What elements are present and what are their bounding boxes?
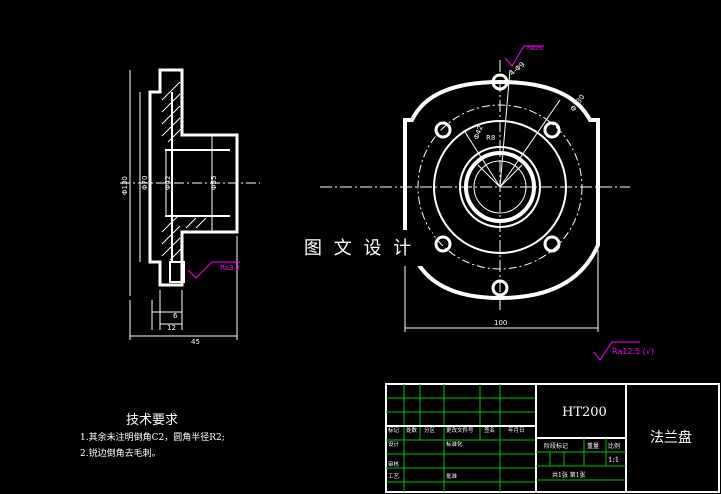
technical-requirements: 技术要求 1.其余未注明倒角C2，圆角半径R2; 2.锐边倒角去毛刺。: [80, 413, 225, 459]
roughness-side: Ra3.2: [220, 264, 240, 272]
tb-header-5: 年月日: [508, 426, 525, 434]
roughness-front: Ra25: [527, 45, 543, 52]
tb-stage-header-0: 阶段标记: [544, 442, 568, 450]
tb-scale: 1:1: [608, 456, 619, 464]
tb-row-label-1: 标准化: [446, 440, 463, 448]
tb-stage-header-1: 重量: [587, 442, 599, 450]
dim-side-small-1: 6: [173, 312, 178, 320]
dim-front-width: 100: [494, 319, 507, 327]
side-section-view: Φ130 Φ70 Φ42 Φ55 45 6 12 Ra3.2: [120, 68, 260, 346]
tech-item-1: 1.其余未注明倒角C2，圆角半径R2;: [80, 431, 225, 443]
tb-row-label-0: 设计: [388, 440, 400, 448]
title-block: 标记 处数 分区 更改文件号 签名 年月日 设计 标准化 审核 工艺 批准 HT…: [385, 383, 720, 493]
tb-header-0: 标记: [388, 426, 400, 434]
tb-material: HT200: [562, 405, 607, 420]
tech-title: 技术要求: [126, 413, 178, 428]
tb-row-label-2: 审核: [388, 460, 400, 468]
dim-side-mid-dia: Φ70: [141, 176, 149, 190]
watermark: 图 文 设 计: [304, 238, 414, 259]
tb-row-label-3: 工艺: [388, 473, 400, 480]
dim-side-small-2: 12: [167, 324, 176, 332]
watermark-backdrop: [270, 230, 432, 266]
dim-front-radius: R8: [486, 134, 495, 142]
tb-header-4: 签名: [484, 426, 495, 434]
dim-front-hole: 4-Φ9: [508, 61, 526, 78]
dim-side-inner-dia-2: Φ55: [210, 176, 218, 190]
tb-row-label-4: 批准: [446, 472, 458, 480]
roughness-global: Ra12.5 (√): [612, 347, 654, 356]
dim-side-inner-dia-1: Φ42: [164, 176, 172, 190]
tb-part-name: 法兰盘: [650, 429, 692, 446]
tb-header-3: 更改文件号: [446, 426, 474, 434]
tech-item-2: 2.锐边倒角去毛刺。: [80, 447, 161, 459]
tb-header-1: 处数: [406, 426, 418, 434]
tb-sheet-info: 共1张 第1张: [552, 471, 586, 479]
dim-side-width: 45: [191, 338, 200, 346]
tb-header-2: 分区: [424, 426, 436, 434]
tb-stage-header-2: 比例: [608, 442, 620, 450]
front-view: 100 Φ42 Φ130 4-Φ9 R8 Ra25: [320, 45, 630, 332]
dim-side-outer-dia: Φ130: [121, 176, 129, 195]
